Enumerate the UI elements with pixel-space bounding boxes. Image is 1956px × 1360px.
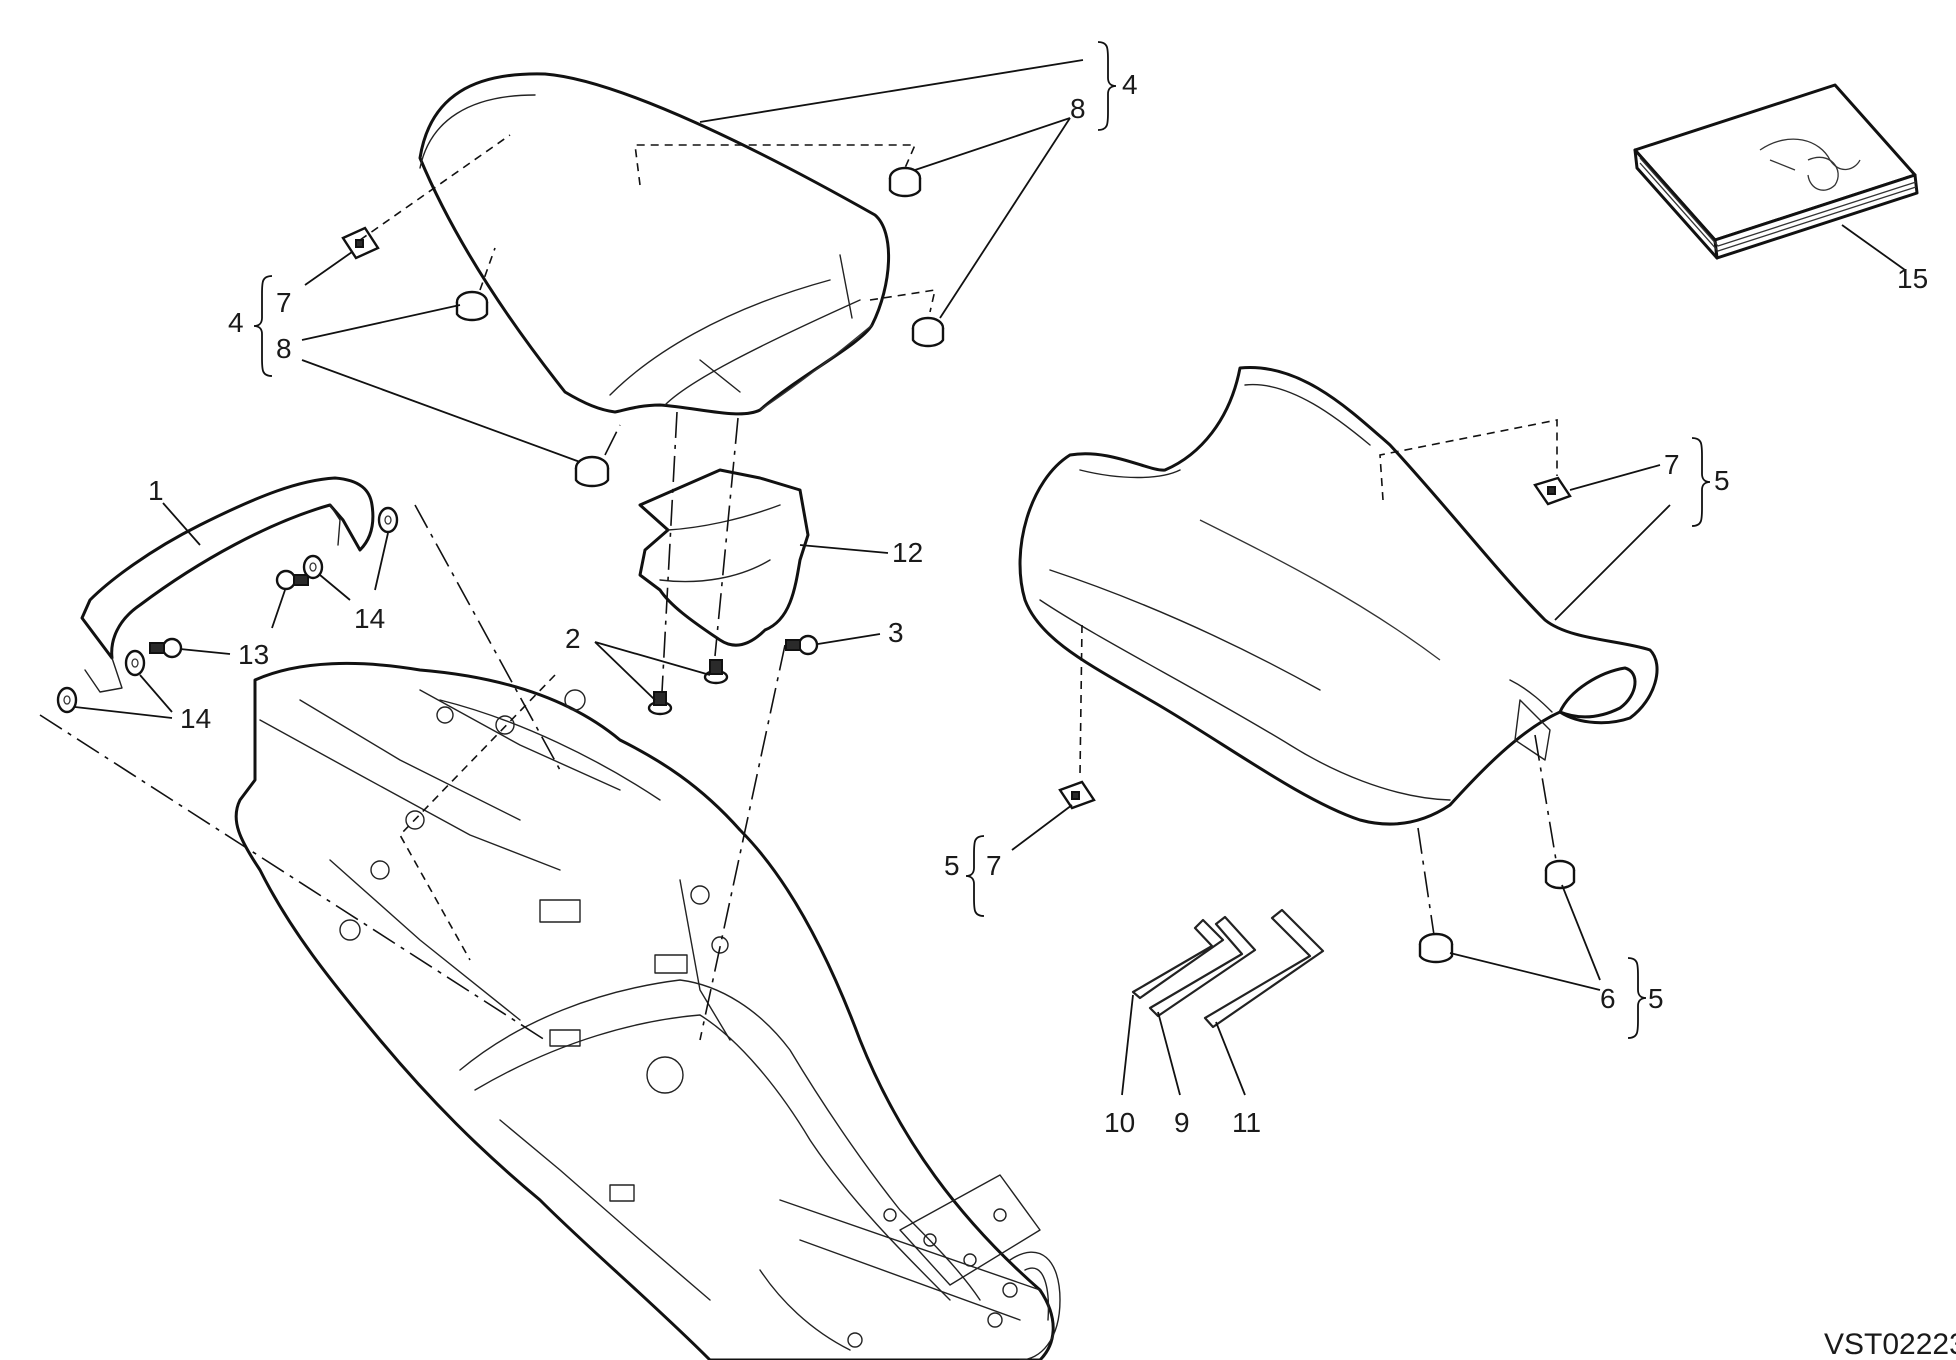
callout-15: 15 (1897, 263, 1928, 294)
callout-1: 1 (148, 475, 164, 506)
washer-14-b[interactable] (377, 506, 399, 534)
callout-4-left: 4 (228, 307, 244, 338)
callout-8-left: 8 (276, 333, 292, 364)
callout-7-lower: 7 (986, 850, 1002, 881)
assembly-lines (39, 134, 1558, 1041)
callout-12: 12 (892, 537, 923, 568)
braces (253, 41, 1711, 1039)
screw-13-upper[interactable] (275, 569, 309, 591)
callout-5-bottom: 5 (1648, 983, 1664, 1014)
callout-6: 6 (1600, 983, 1616, 1014)
clip-nut-7-left[interactable] (341, 226, 380, 260)
washer-14-c[interactable] (124, 649, 146, 677)
rubber-pad-6-upper[interactable] (1544, 859, 1576, 890)
rubber-pad-6-lower[interactable] (1418, 932, 1454, 964)
screw-3[interactable] (785, 634, 819, 656)
callout-4-top: 4 (1122, 69, 1138, 100)
callout-7-right: 7 (1664, 449, 1680, 480)
callout-9: 9 (1174, 1107, 1190, 1138)
callout-14-lower: 14 (180, 703, 211, 734)
callout-3: 3 (888, 617, 904, 648)
callout-13: 13 (238, 639, 269, 670)
rubber-pad-8-top[interactable] (888, 166, 922, 198)
hex-key-9[interactable] (1148, 915, 1257, 1018)
passenger-seat[interactable] (418, 72, 890, 416)
rear-frame (234, 661, 1061, 1360)
callout-5-left: 5 (944, 850, 960, 881)
hex-key-10[interactable] (1131, 918, 1225, 1000)
callout-11: 11 (1232, 1107, 1261, 1138)
callout-10: 10 (1104, 1107, 1135, 1138)
callout-14-upper: 14 (354, 603, 385, 634)
clip-nut-7-right[interactable] (1533, 476, 1572, 506)
leader-lines (74, 59, 1906, 1096)
rubber-pad-8-left-lower[interactable] (574, 455, 610, 488)
callout-7-left: 7 (276, 287, 292, 318)
callout-2: 2 (565, 623, 581, 654)
rubber-pad-8-right[interactable] (911, 316, 945, 348)
rubber-pad-8-left-upper[interactable] (455, 290, 489, 322)
rider-seat[interactable] (1018, 366, 1659, 826)
hex-key-11[interactable] (1203, 908, 1325, 1029)
screw-2-right[interactable] (703, 659, 729, 685)
callout-labels: 4 8 7 4 8 1 12 14 2 3 13 14 7 5 5 7 6 5 … (148, 69, 1956, 1360)
owner-manual[interactable] (1633, 83, 1919, 260)
washer-14-d[interactable] (56, 686, 78, 714)
drawing-id: VST02223 (1824, 1328, 1956, 1360)
clip-nut-7-lower[interactable] (1058, 780, 1096, 810)
callout-5-right: 5 (1714, 465, 1730, 496)
grab-handle[interactable] (80, 476, 375, 693)
washer-14-a[interactable] (302, 554, 324, 580)
screw-2-left[interactable] (647, 691, 673, 716)
callout-8-top: 8 (1070, 93, 1086, 124)
screw-13[interactable] (149, 637, 183, 659)
